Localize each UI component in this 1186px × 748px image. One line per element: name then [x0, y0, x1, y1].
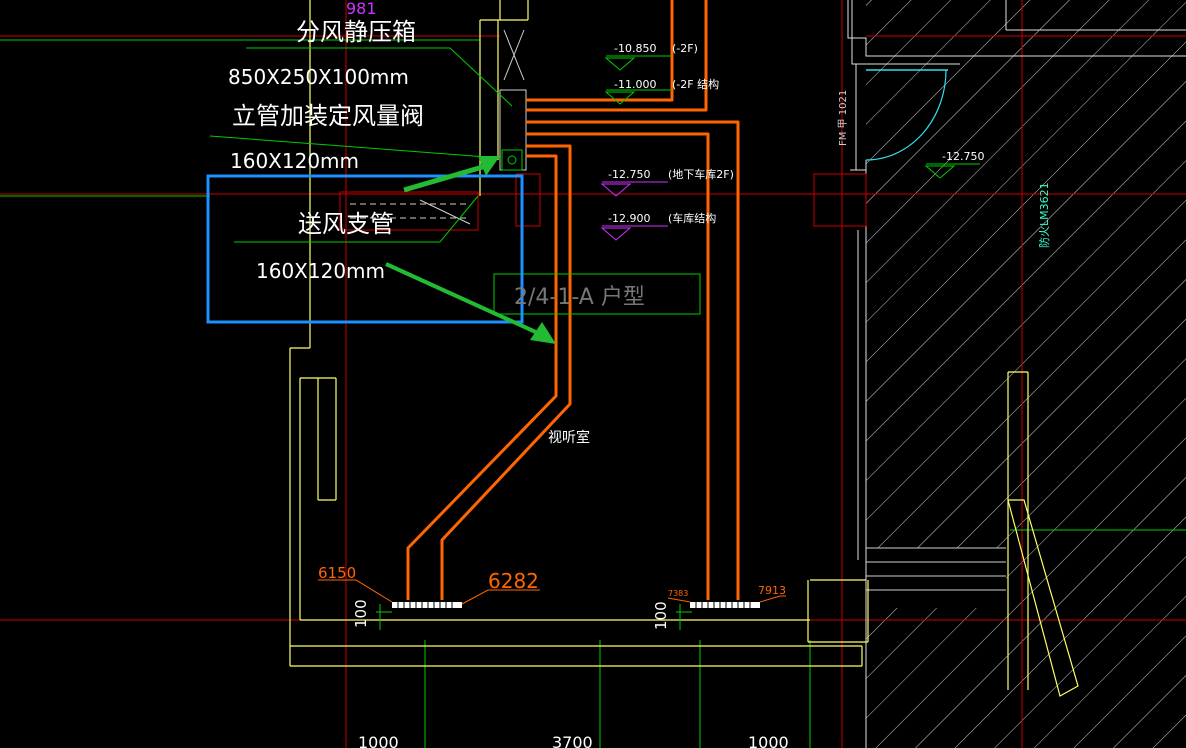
- hatched-structure: [866, 0, 1186, 748]
- elevation-5-value: -12.750: [942, 150, 984, 163]
- plenum-size: 850X250X100mm: [228, 65, 409, 89]
- column-boxes: [515, 173, 867, 227]
- elevation-2-note: (-2F 结构: [672, 77, 719, 91]
- branch-title: 送风支管: [298, 210, 394, 238]
- diffuser-2-left-tag: 7383: [668, 589, 688, 598]
- diffuser-leaders: [318, 579, 786, 605]
- elevation-4-value: -12.900: [608, 212, 650, 225]
- elevation-2-value: -11.000: [614, 78, 656, 91]
- room-name: 视听室: [548, 429, 590, 446]
- diffuser-2-right-tag: 7913: [758, 584, 786, 597]
- branch-size: 160X120mm: [256, 259, 385, 283]
- damper-size: 160X120mm: [230, 149, 359, 173]
- side-tag: 防火LM3621: [1037, 182, 1051, 248]
- diffuser-1-left-tag: 6150: [318, 564, 356, 582]
- elevation-4-note: (车库结构: [668, 211, 716, 225]
- diffuser-left: [392, 602, 462, 608]
- highlight-box: [206, 174, 524, 324]
- green-lines: [0, 39, 1186, 748]
- dimension-middle: 3700: [552, 733, 593, 748]
- walls: [289, 0, 1029, 690]
- diffuser-2-clearance: 100: [652, 601, 670, 630]
- door-tag: FM 甲 1021: [838, 90, 849, 146]
- wall-outlines: [847, 0, 1186, 748]
- unit-type-label: 2/4-1-A 户型: [514, 285, 645, 310]
- elevation-1-value: -10.850: [614, 42, 656, 55]
- dimension-left: 1000: [358, 733, 399, 748]
- elevation-markers-magenta: [600, 181, 668, 241]
- annotation-arrows: [385, 156, 556, 344]
- slanted-element: [1007, 499, 1079, 697]
- leader-lines: [209, 47, 513, 243]
- dimension-right: 1000: [748, 733, 789, 748]
- branch-duct: [339, 191, 479, 231]
- damper-note: 立管加装定风量阀: [232, 102, 424, 130]
- top-tag: 981: [346, 0, 377, 18]
- clearance-ticks: [376, 604, 692, 630]
- plenum-title: 分风静压箱: [296, 18, 416, 46]
- diffuser-1-clearance: 100: [352, 599, 370, 628]
- elevation-3-note: (地下车库2F): [668, 167, 734, 181]
- unit-type-box: [493, 273, 701, 315]
- elevation-3-value: -12.750: [608, 168, 650, 181]
- elevation-1-note: (-2F): [672, 42, 698, 55]
- riser-box: [499, 29, 527, 171]
- diffuser-right: [690, 602, 760, 608]
- door-swing: [865, 69, 947, 161]
- elevation-markers: [604, 55, 980, 179]
- supply-ducts: [406, 0, 740, 600]
- diffuser-1-right-tag: 6282: [488, 569, 539, 593]
- text-layer: 981 分风静压箱 850X250X100mm 立管加装定风量阀 160X120…: [228, 0, 1051, 748]
